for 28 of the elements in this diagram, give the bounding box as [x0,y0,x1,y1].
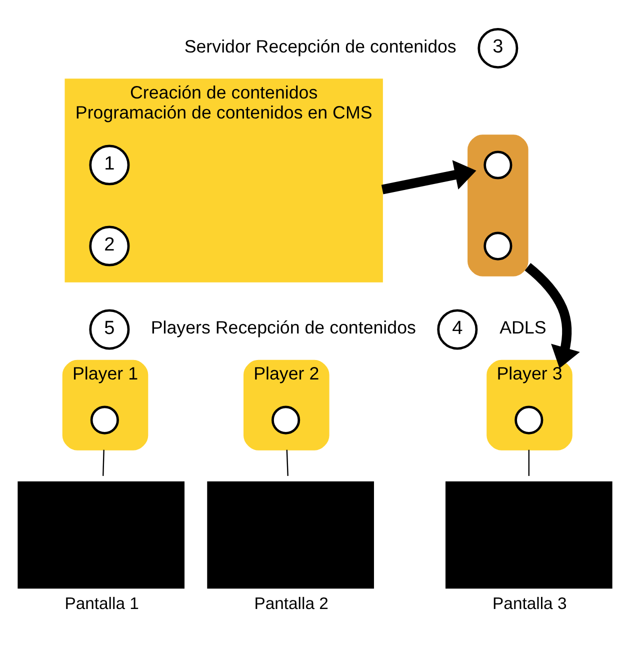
connector [102,450,104,476]
node-circle [272,406,300,434]
cluster [468,134,528,276]
cluster: Player 1 [62,360,148,450]
cluster: Player 3 [486,360,572,450]
node-circle: 1 [89,144,130,186]
node-circle [484,232,512,260]
node-circle [90,406,119,434]
node-box [18,481,184,589]
node-label: ADLS [500,318,546,338]
arrow [524,263,580,368]
node-circle [484,150,512,180]
node-circle: 2 [89,226,130,266]
node-box [446,481,612,589]
node-circle: 5 [89,309,130,350]
node-box [207,481,374,589]
node-label: Pantalla 1 [64,594,139,614]
connector [528,450,530,476]
node-label: Servidor Recepción de contenidos [184,36,456,56]
node-circle: 3 [478,28,518,68]
arrow [381,160,476,194]
cluster: Player 2 [244,360,330,450]
node-circle: 4 [437,309,478,350]
connector [286,450,288,476]
node-label: Players Recepción de contenidos [150,318,416,338]
node-circle [514,406,544,434]
node-label: Pantalla 3 [492,594,567,614]
node-label: Pantalla 2 [254,594,328,614]
